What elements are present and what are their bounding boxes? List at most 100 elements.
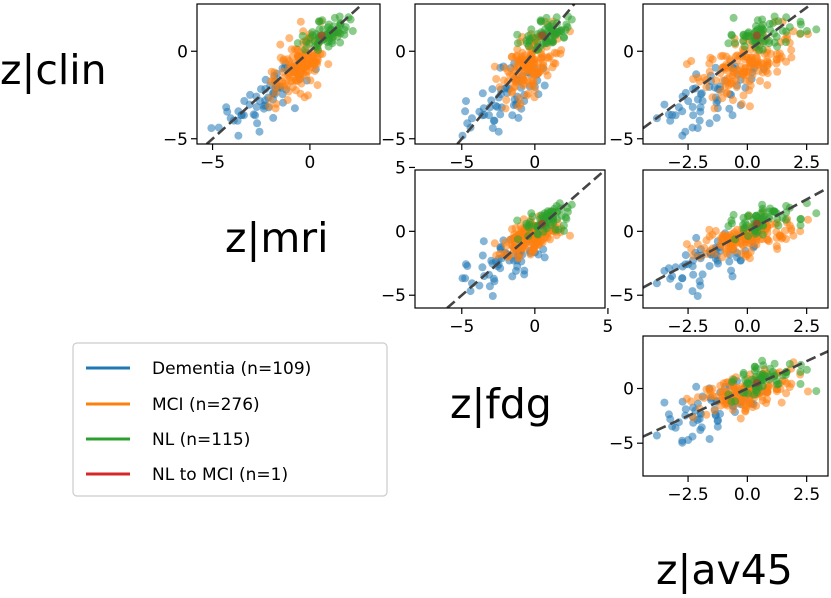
data-point xyxy=(782,235,791,243)
data-point xyxy=(693,95,702,104)
data-point xyxy=(529,246,538,255)
data-point xyxy=(514,113,523,122)
data-point xyxy=(270,68,279,77)
data-point xyxy=(753,54,762,62)
data-point xyxy=(770,12,779,21)
data-point xyxy=(557,25,566,34)
data-point xyxy=(812,209,821,218)
data-point xyxy=(490,62,499,71)
legend-frame xyxy=(72,342,388,497)
data-point xyxy=(490,239,499,248)
data-point xyxy=(293,77,302,85)
data-point xyxy=(758,356,767,365)
data-point xyxy=(796,367,805,376)
data-point xyxy=(756,209,765,218)
data-point xyxy=(552,13,561,22)
data-point xyxy=(744,232,753,241)
y-tick-label: 0 xyxy=(395,42,406,62)
data-point xyxy=(311,58,320,67)
data-point xyxy=(269,113,278,122)
data-point xyxy=(687,397,696,406)
data-point xyxy=(513,216,522,225)
data-point xyxy=(468,114,476,123)
data-point xyxy=(626,258,634,266)
x-tick-label: 0 xyxy=(529,317,540,337)
data-point xyxy=(728,272,737,281)
data-point xyxy=(488,124,497,133)
data-point xyxy=(478,263,487,272)
data-point xyxy=(739,30,748,39)
data-point xyxy=(705,119,714,128)
data-point xyxy=(728,71,737,80)
data-point xyxy=(722,247,731,256)
data-point xyxy=(466,287,475,296)
data-point xyxy=(340,25,349,34)
data-point xyxy=(796,380,805,388)
data-point xyxy=(765,212,774,221)
data-point xyxy=(745,86,753,95)
data-point xyxy=(496,264,505,273)
data-point xyxy=(478,89,487,98)
data-point xyxy=(711,76,720,85)
data-point xyxy=(234,131,243,140)
data-point xyxy=(804,387,812,396)
data-point xyxy=(725,104,734,113)
data-point xyxy=(718,253,727,262)
data-point xyxy=(785,221,794,230)
data-point xyxy=(763,387,772,396)
data-point xyxy=(520,270,529,279)
panel-frame xyxy=(414,3,606,145)
data-point xyxy=(318,16,327,25)
data-point xyxy=(688,103,697,111)
x-tick-label: −2.5 xyxy=(667,317,708,337)
data-point xyxy=(727,216,736,225)
data-point xyxy=(787,53,796,62)
data-point xyxy=(744,389,753,398)
data-point xyxy=(796,215,805,224)
data-point xyxy=(488,85,497,94)
data-point xyxy=(745,399,754,408)
data-point xyxy=(773,245,782,253)
legend-label-nl: NL (n=115) xyxy=(152,430,250,450)
data-point xyxy=(741,407,750,416)
data-point xyxy=(782,13,791,22)
data-point xyxy=(461,274,470,283)
data-point xyxy=(729,96,737,104)
data-point xyxy=(214,123,223,132)
data-point xyxy=(688,287,697,296)
data-point xyxy=(513,39,522,48)
data-point xyxy=(684,436,693,444)
panel-frame xyxy=(414,169,606,309)
data-point xyxy=(540,253,549,262)
data-point xyxy=(463,119,472,128)
data-point xyxy=(566,231,574,240)
data-point xyxy=(796,221,805,230)
scatter-points xyxy=(458,199,576,300)
data-point xyxy=(507,241,516,250)
y-tick-label: −5 xyxy=(609,286,634,306)
data-point xyxy=(731,397,739,406)
panel-frame xyxy=(642,169,829,309)
x-tick-label: 0 xyxy=(529,153,540,173)
data-point xyxy=(534,69,543,78)
data-point xyxy=(559,33,568,42)
data-point xyxy=(458,131,467,140)
data-point xyxy=(774,221,783,230)
data-point xyxy=(712,113,721,122)
data-point xyxy=(765,39,774,48)
data-point xyxy=(462,97,470,106)
data-point xyxy=(520,244,529,253)
y-tick-label: −5 xyxy=(609,130,634,150)
data-point xyxy=(253,119,262,128)
data-point xyxy=(743,250,752,259)
data-point xyxy=(461,107,470,116)
data-point xyxy=(763,61,772,70)
data-point xyxy=(736,414,745,423)
data-point xyxy=(689,75,698,83)
y-tick-label: 0 xyxy=(177,42,188,62)
data-point xyxy=(722,77,731,86)
data-point xyxy=(533,229,542,238)
data-point xyxy=(348,27,357,35)
identity-reference-line xyxy=(446,170,605,308)
